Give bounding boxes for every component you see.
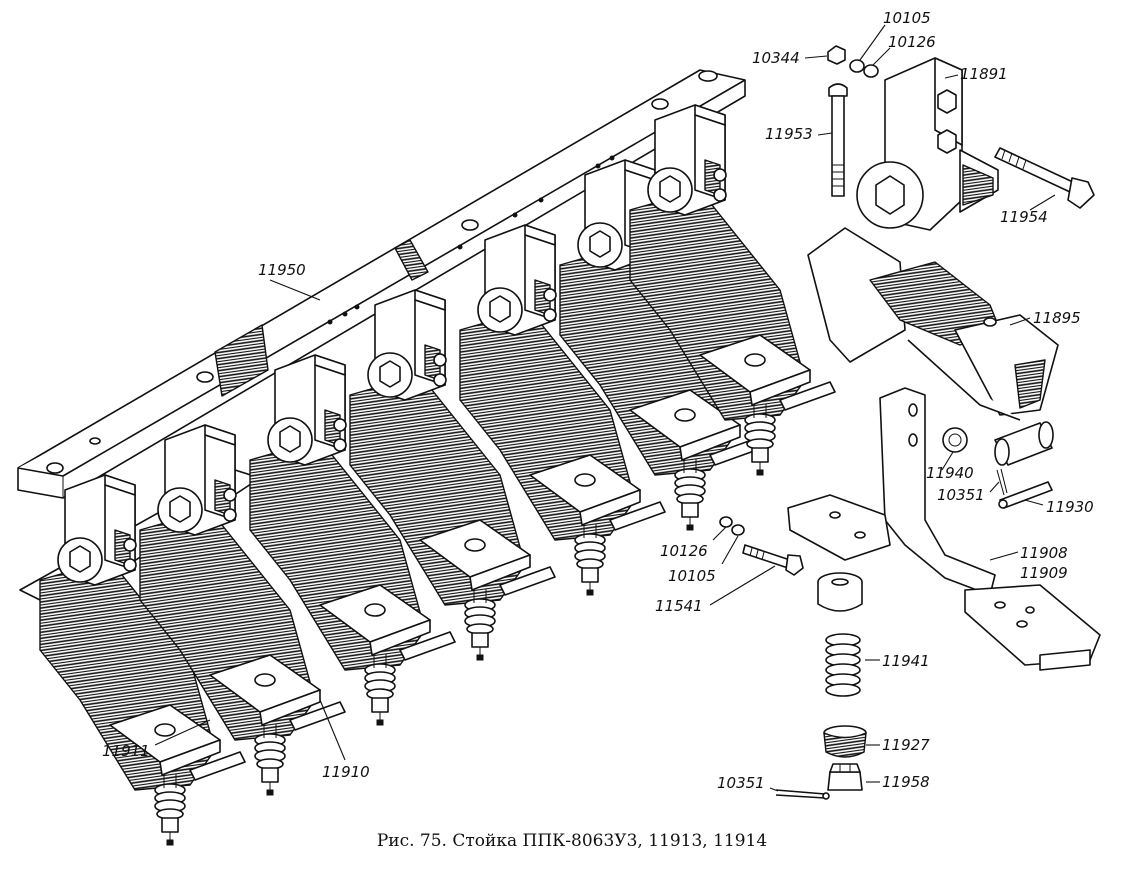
label-11895: 11895 [1033, 309, 1081, 327]
small-parts-mid [942, 421, 1054, 509]
label-11541: 11541 [655, 597, 703, 615]
label-10126-mid: 10126 [660, 542, 708, 560]
label-11927: 11927 [882, 736, 930, 754]
label-10105-mid: 10105 [668, 567, 716, 585]
leader-lines [154, 24, 1056, 792]
upper-right-parts [827, 45, 1095, 231]
label-11940: 11940 [926, 464, 974, 482]
holder-11895 [807, 227, 1059, 421]
label-11930: 11930 [1046, 498, 1094, 516]
label-10126-top: 10126 [888, 33, 936, 51]
label-11950: 11950 [258, 261, 306, 279]
bracket-11908-11909 [787, 387, 1101, 671]
label-11909: 11909 [1020, 564, 1068, 582]
label-11953: 11953 [765, 125, 813, 143]
label-10105-top: 10105 [883, 9, 931, 27]
label-10344: 10344 [752, 49, 800, 67]
label-11954: 11954 [1000, 208, 1048, 226]
label-11941: 11941 [882, 652, 930, 670]
part-labels: 10344 10105 10126 11891 11953 11954 1195… [102, 9, 1094, 792]
bottom-right-stack [775, 572, 867, 800]
figure-caption: Рис. 75. Стойка ППК-8063У3, 11913, 11914 [377, 831, 767, 851]
label-11910: 11910 [322, 763, 370, 781]
label-11911: 11911 [102, 742, 150, 760]
label-11908: 11908 [1020, 544, 1068, 562]
label-10351-mid: 10351 [937, 486, 985, 504]
label-11958: 11958 [882, 773, 930, 791]
bolt-11541-group [719, 516, 804, 576]
label-11891: 11891 [960, 65, 1008, 83]
finger-assemblies [19, 104, 836, 846]
bar-11950 [17, 69, 746, 499]
label-10351-bot: 10351 [717, 774, 765, 792]
